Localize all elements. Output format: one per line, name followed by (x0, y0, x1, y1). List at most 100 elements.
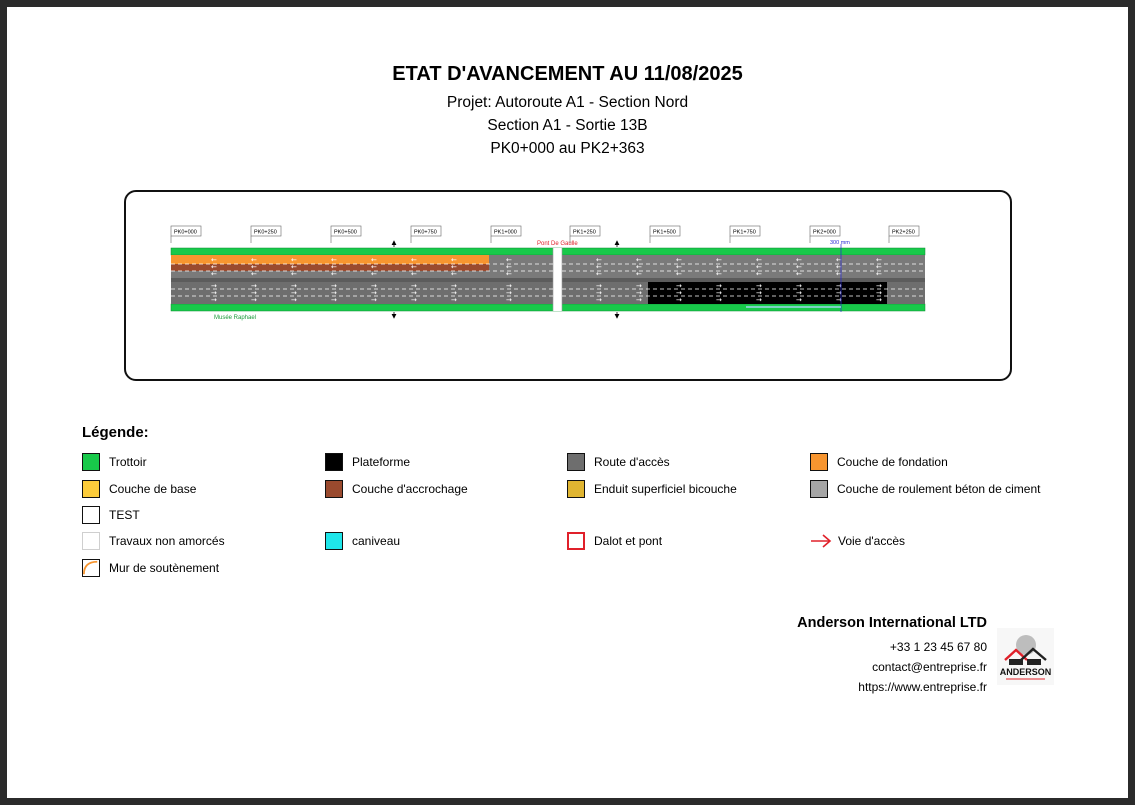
legend-item: Dalot et pont (567, 532, 662, 550)
legend-item: Enduit superficiel bicouche (567, 480, 737, 498)
svg-text:←: ← (596, 256, 602, 264)
swatch-foundation (810, 453, 828, 471)
svg-text:→: → (836, 282, 842, 290)
arrow-right-icon (811, 534, 832, 548)
swatch-surface-dressing (567, 480, 585, 498)
pk-label: PK1+750 (733, 230, 756, 236)
svg-text:→: → (451, 289, 457, 297)
pk-label: PK0+000 (174, 230, 197, 236)
svg-text:→: → (411, 289, 417, 297)
svg-text:→: → (371, 296, 377, 304)
svg-text:←: ← (451, 270, 457, 278)
svg-text:→: → (331, 296, 337, 304)
dimension-label: 300 mm (830, 240, 850, 246)
svg-text:→: → (371, 282, 377, 290)
report-page: ETAT D'AVANCEMENT AU 11/08/2025 Projet: … (7, 7, 1128, 798)
svg-text:←: ← (636, 256, 642, 264)
svg-text:→: → (506, 289, 512, 297)
svg-text:→: → (716, 289, 722, 297)
svg-text:→: → (451, 296, 457, 304)
company-phone: +33 1 23 45 67 80 (889, 640, 987, 654)
svg-text:←: ← (211, 263, 217, 271)
retaining-wall-icon (82, 559, 100, 577)
svg-text:→: → (251, 289, 257, 297)
svg-text:→: → (291, 282, 297, 290)
svg-text:→: → (796, 289, 802, 297)
legend-item: Voie d'accès (810, 532, 905, 550)
legend-item: Couche de roulement béton de ciment (810, 480, 1040, 498)
legend-item: Travaux non amorcés (82, 532, 225, 550)
svg-text:→: → (251, 296, 257, 304)
house-logo-icon: ANDERSON (1000, 635, 1052, 680)
legend-item: Mur de soutènement (82, 559, 219, 577)
svg-text:←: ← (756, 256, 762, 264)
svg-text:←: ← (291, 270, 297, 278)
pk-marker: PK1+250 (569, 225, 601, 243)
foundation-layer-section (171, 255, 489, 264)
svg-text:←: ← (291, 263, 297, 271)
pk-marker: PK1+500 (649, 225, 681, 243)
pk-marker: PK2+000 (809, 225, 841, 243)
svg-text:←: ← (676, 256, 682, 264)
svg-text:←: ← (506, 270, 512, 278)
svg-text:←: ← (506, 263, 512, 271)
legend-item: Couche de base (82, 480, 196, 498)
svg-text:→: → (756, 296, 762, 304)
svg-text:←: ← (331, 263, 337, 271)
swatch-base-course (82, 480, 100, 498)
svg-text:←: ← (291, 256, 297, 264)
svg-text:→: → (796, 296, 802, 304)
svg-text:←: ← (836, 256, 842, 264)
svg-text:←: ← (716, 256, 722, 264)
svg-text:←: ← (411, 256, 417, 264)
svg-text:→: → (756, 282, 762, 290)
svg-text:→: → (596, 282, 602, 290)
bridge-gap (553, 248, 562, 311)
swatch-test (82, 506, 100, 524)
road-diagram: PK0+000 PK0+250 PK0+500 PK0+750 (170, 225, 926, 321)
svg-text:←: ← (676, 263, 682, 271)
pk-label: PK1+500 (653, 230, 676, 236)
svg-text:←: ← (796, 256, 802, 264)
svg-text:→: → (371, 289, 377, 297)
svg-text:→: → (836, 296, 842, 304)
svg-text:←: ← (716, 270, 722, 278)
project-name: Projet: Autoroute A1 - Section Nord (446, 94, 689, 111)
arrows-westbound: ←←←←←←←←←←←←←←←← ←←←←←←←←←←←←←←←← ←←←←←←… (211, 256, 882, 278)
pk-label: PK1+000 (494, 230, 517, 236)
svg-text:←: ← (451, 263, 457, 271)
section-name: Section A1 - Sortie 13B (487, 117, 648, 134)
pk-label: PK0+250 (254, 230, 277, 236)
svg-text:→: → (506, 282, 512, 290)
svg-text:←: ← (251, 270, 257, 278)
svg-text:→: → (211, 282, 217, 290)
svg-text:←: ← (331, 270, 337, 278)
svg-text:→: → (211, 289, 217, 297)
svg-text:←: ← (251, 256, 257, 264)
swatch-platform (325, 453, 343, 471)
svg-text:←: ← (371, 270, 377, 278)
svg-text:→: → (756, 289, 762, 297)
pk-label: PK0+750 (414, 230, 437, 236)
svg-text:←: ← (211, 256, 217, 264)
svg-text:←: ← (676, 270, 682, 278)
svg-text:←: ← (411, 263, 417, 271)
svg-text:→: → (331, 289, 337, 297)
legend-item: Route d'accès (567, 453, 670, 471)
svg-text:←: ← (596, 263, 602, 271)
svg-text:→: → (716, 282, 722, 290)
company-email: contact@entreprise.fr (872, 660, 987, 674)
svg-text:←: ← (796, 263, 802, 271)
svg-text:→: → (636, 282, 642, 290)
svg-text:→: → (796, 282, 802, 290)
pk-marker: PK1+750 (729, 225, 761, 243)
svg-text:→: → (636, 289, 642, 297)
pk-label: PK1+250 (573, 230, 596, 236)
svg-text:→: → (411, 296, 417, 304)
company-name: Anderson International LTD (797, 615, 987, 631)
svg-text:→: → (451, 282, 457, 290)
arrows-eastbound: →→→→→→→→→→→→→→→→ →→→→→→→→→→→→→→→→ →→→→→→… (211, 282, 882, 304)
company-website[interactable]: https://www.entreprise.fr (858, 680, 987, 694)
logo-text: ANDERSON (1000, 667, 1052, 677)
legend-item: Couche de fondation (810, 453, 948, 471)
